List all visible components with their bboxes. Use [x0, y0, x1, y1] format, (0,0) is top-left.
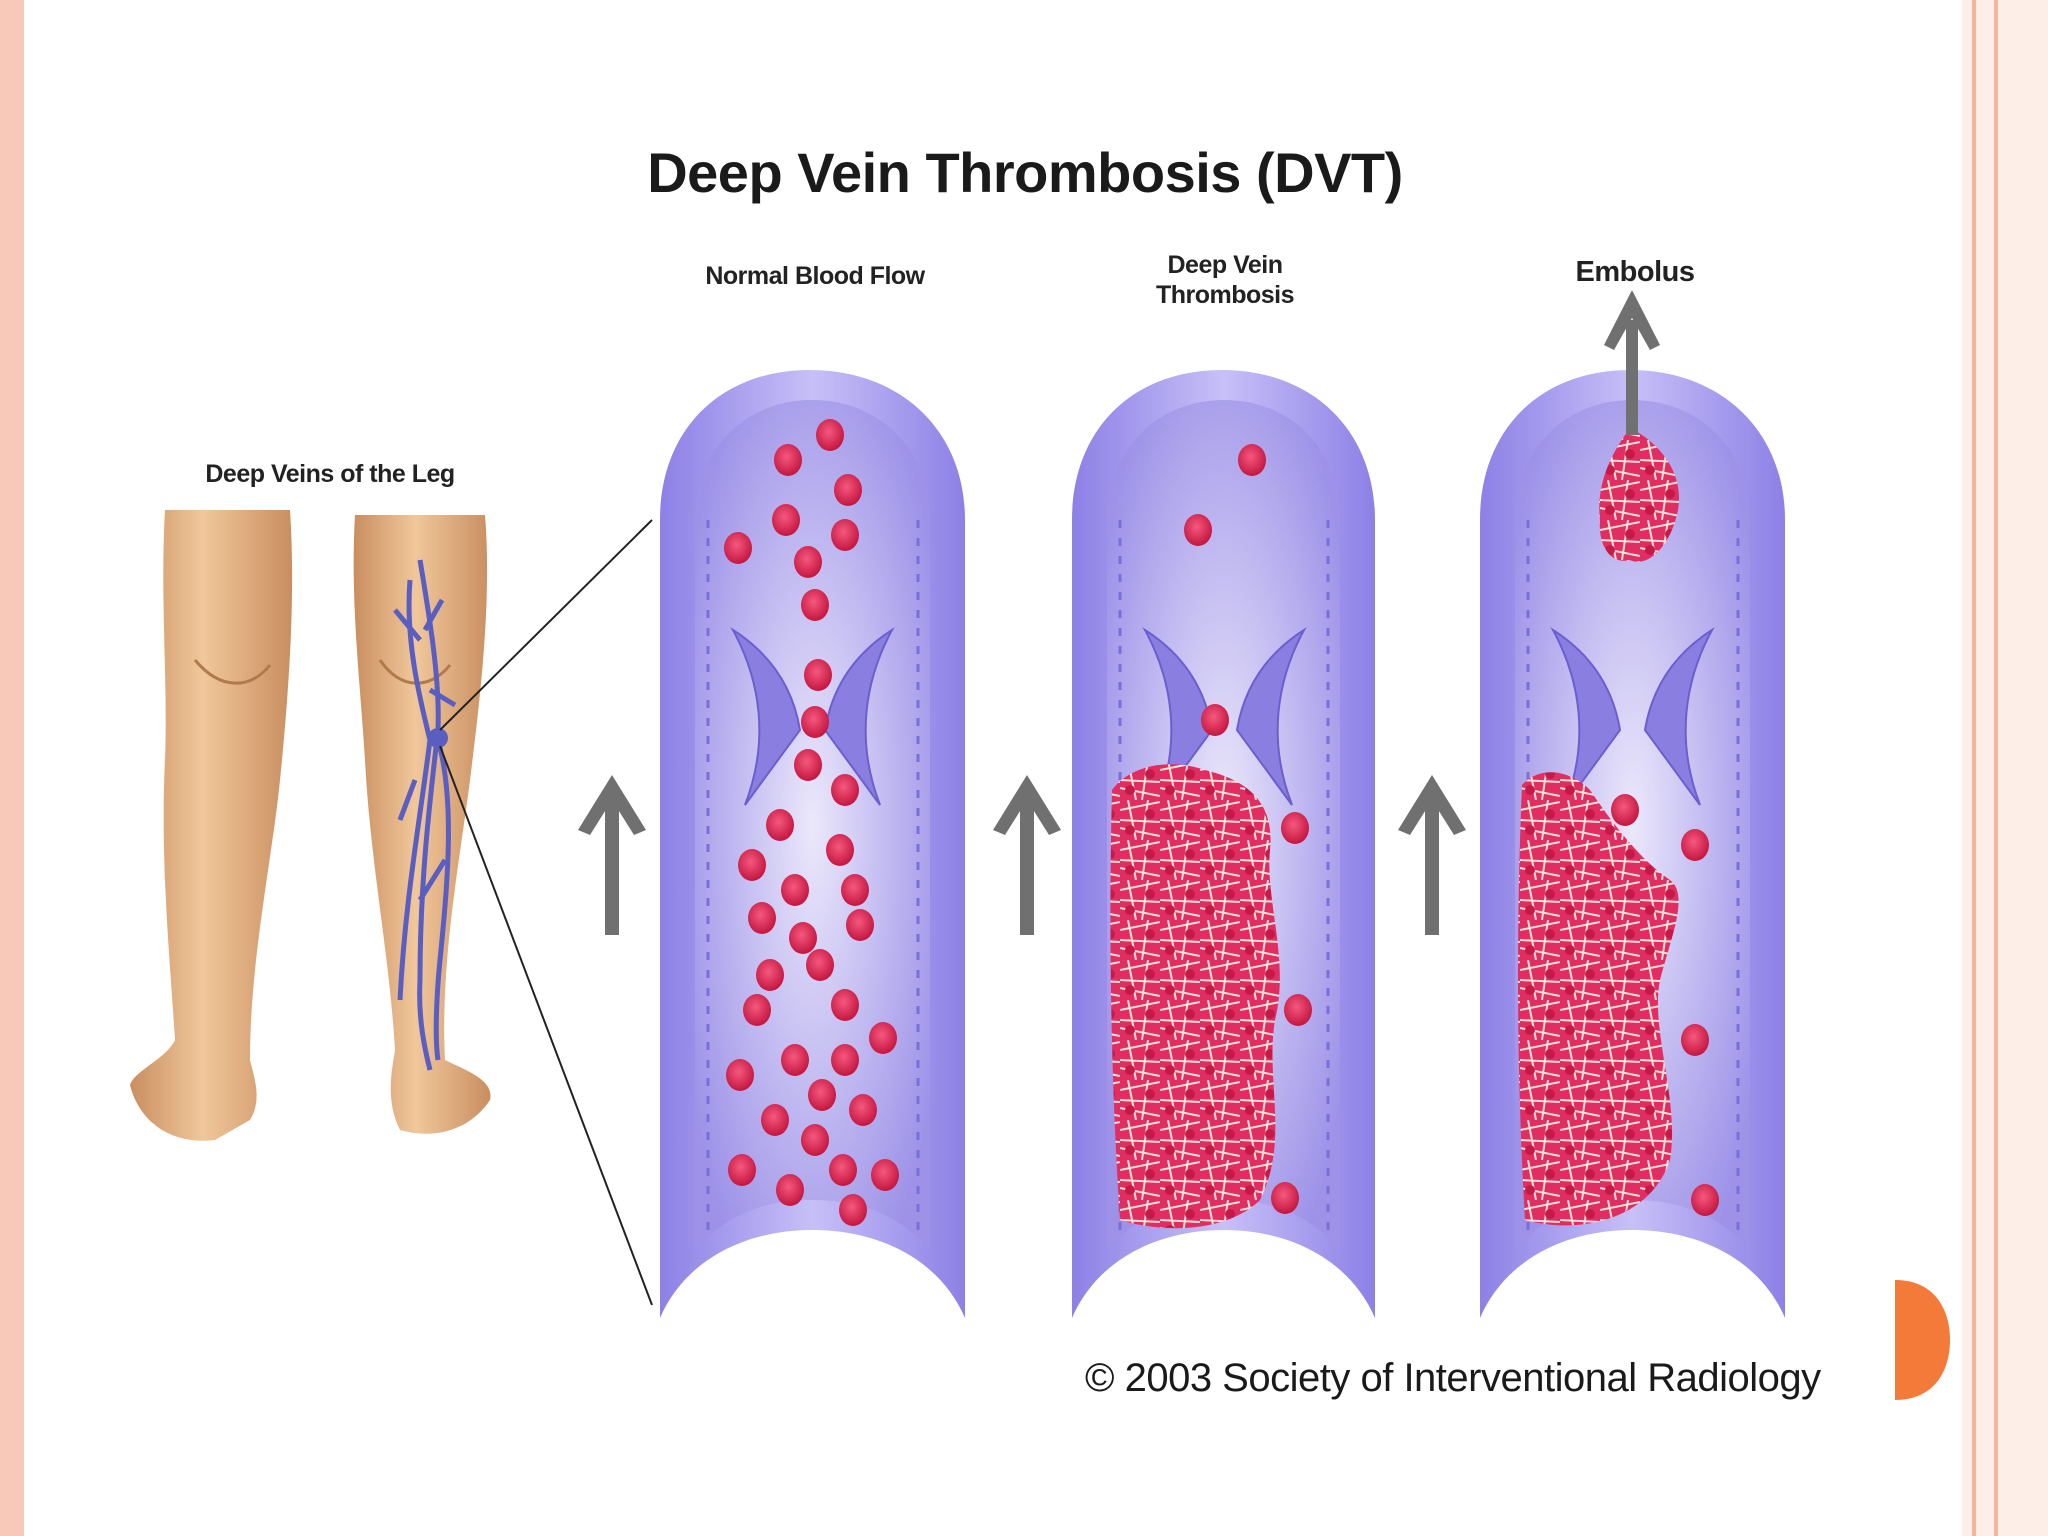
- red-blood-cell: [831, 1044, 859, 1076]
- label-normal-blood-flow: Normal Blood Flow: [705, 262, 925, 290]
- red-blood-cell: [849, 1094, 877, 1126]
- red-blood-cell: [808, 1079, 836, 1111]
- flow-arrows: [578, 775, 1466, 935]
- red-blood-cell: [831, 519, 859, 551]
- zoom-line-bottom: [439, 745, 653, 1306]
- red-blood-cell: [871, 1159, 899, 1191]
- red-blood-cells-embolus: [1611, 794, 1719, 1216]
- copyright-credit: © 2003 Society of Interventional Radiolo…: [1085, 1356, 1821, 1400]
- red-blood-cell: [772, 504, 800, 536]
- red-blood-cells-normal: [724, 419, 899, 1226]
- red-blood-cell: [1238, 444, 1266, 476]
- red-blood-cell: [728, 1154, 756, 1186]
- slide-border-left: [0, 0, 24, 1536]
- red-blood-cell: [776, 1174, 804, 1206]
- red-blood-cell: [831, 989, 859, 1021]
- label-embolus: Embolus: [1575, 256, 1695, 288]
- red-blood-cell: [1271, 1182, 1299, 1214]
- red-blood-cell: [839, 1194, 867, 1226]
- red-blood-cell: [726, 1059, 754, 1091]
- label-deep-vein-thrombosis: Deep Vein Thrombosis: [1155, 251, 1295, 309]
- flow-arrow-2: [993, 775, 1061, 935]
- red-blood-cell: [789, 922, 817, 954]
- red-blood-cell: [1284, 994, 1312, 1026]
- vessel-normal: [660, 370, 965, 1318]
- vein-magnified-spot: [428, 728, 448, 748]
- knee-crease-left: [193, 659, 272, 685]
- red-blood-cell: [826, 834, 854, 866]
- red-blood-cell: [801, 589, 829, 621]
- remaining-thrombus: [1518, 772, 1679, 1226]
- red-blood-cell: [801, 1124, 829, 1156]
- red-blood-cells-dvt: [1184, 444, 1312, 1214]
- label-deep-veins-leg: Deep Veins of the Leg: [205, 460, 455, 488]
- red-blood-cell: [756, 959, 784, 991]
- red-blood-cell: [801, 706, 829, 738]
- red-blood-cell: [831, 774, 859, 806]
- embolus-clot: [1599, 428, 1680, 562]
- vessel-embolus: [1480, 290, 1785, 1318]
- red-blood-cell: [781, 1044, 809, 1076]
- thrombus: [1110, 764, 1280, 1229]
- red-blood-cell: [1184, 514, 1212, 546]
- flow-arrow-1: [578, 775, 646, 935]
- red-blood-cell: [869, 1022, 897, 1054]
- red-blood-cell: [1281, 812, 1309, 844]
- legs-illustration: [130, 510, 491, 1141]
- red-blood-cell: [724, 532, 752, 564]
- red-blood-cell: [774, 444, 802, 476]
- red-blood-cell: [1681, 1024, 1709, 1056]
- flow-arrow-3: [1398, 775, 1466, 935]
- red-blood-cell: [834, 474, 862, 506]
- red-blood-cell: [804, 659, 832, 691]
- vessel-dvt: [1072, 370, 1375, 1318]
- slide-accent-marker: [1895, 1280, 1950, 1400]
- red-blood-cell: [743, 994, 771, 1026]
- red-blood-cell: [794, 546, 822, 578]
- red-blood-cell: [841, 874, 869, 906]
- red-blood-cell: [1201, 704, 1229, 736]
- slide-border-right: [1962, 0, 2048, 1536]
- red-blood-cell: [748, 902, 776, 934]
- red-blood-cell: [761, 1104, 789, 1136]
- diagram-title: Deep Vein Thrombosis (DVT): [647, 141, 1403, 204]
- red-blood-cell: [1691, 1184, 1719, 1216]
- red-blood-cell: [1611, 794, 1639, 826]
- red-blood-cell: [738, 849, 766, 881]
- embolus-arrow: [1604, 290, 1660, 435]
- deep-veins: [393, 559, 457, 1071]
- red-blood-cell: [766, 809, 794, 841]
- red-blood-cell: [846, 909, 874, 941]
- zoom-line-top: [439, 519, 653, 731]
- red-blood-cell: [781, 874, 809, 906]
- left-leg: [130, 510, 293, 1141]
- red-blood-cell: [1681, 829, 1709, 861]
- red-blood-cell: [794, 749, 822, 781]
- red-blood-cell: [806, 949, 834, 981]
- red-blood-cell: [816, 419, 844, 451]
- red-blood-cell: [829, 1154, 857, 1186]
